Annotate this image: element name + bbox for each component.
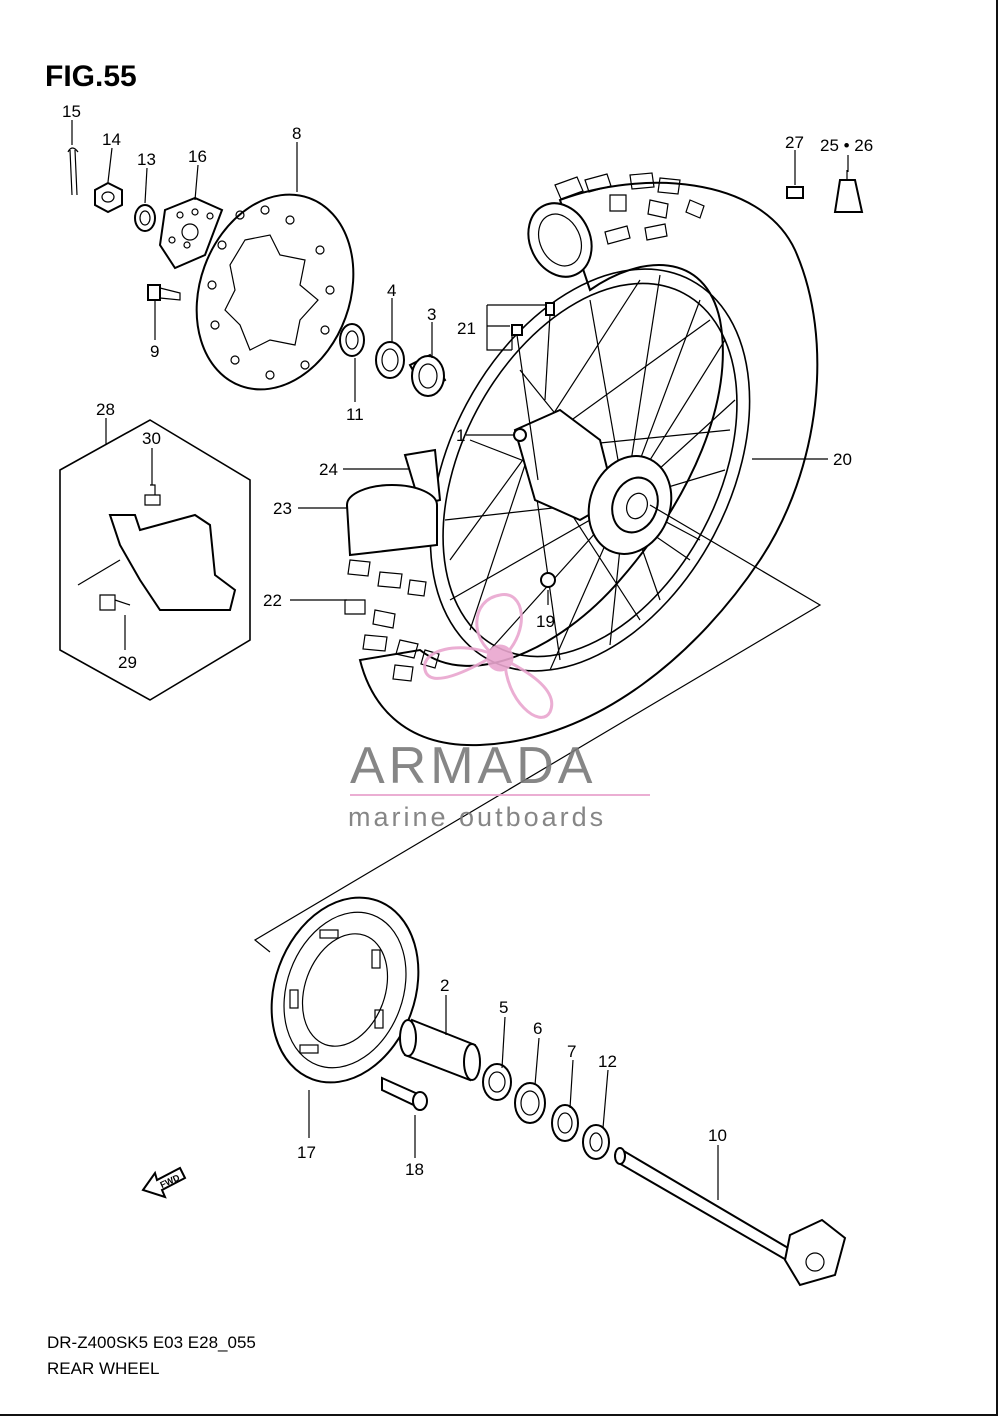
callout-24: 24 [319, 460, 338, 479]
oil-seal-4 [375, 341, 405, 379]
callout-7: 7 [567, 1042, 576, 1061]
callout-12: 12 [598, 1052, 617, 1071]
callout-27: 27 [785, 133, 804, 152]
fwd-arrow-icon: FWD [141, 1166, 187, 1199]
callout-28: 28 [96, 400, 115, 419]
callout-23: 23 [273, 499, 292, 518]
rim-and-spokes [429, 268, 751, 672]
guard-group-28 [59, 419, 251, 701]
callout-1: 1 [456, 426, 465, 445]
figure-title: FIG.55 [45, 60, 137, 93]
callout-15: 15 [62, 102, 81, 121]
callout-29: 29 [118, 653, 137, 672]
seal-7 [551, 1104, 579, 1142]
washer [134, 204, 156, 232]
callout-labels: 15 14 13 16 8 9 11 4 3 27 25 • 26 21 1 2… [62, 102, 873, 1179]
axle-nut [94, 181, 123, 214]
callout-30: 30 [142, 429, 161, 448]
tube-guard [346, 448, 442, 557]
callout-5: 5 [499, 998, 508, 1017]
bearing-3 [408, 353, 447, 397]
callout-19: 19 [536, 612, 555, 631]
callout-4: 4 [387, 281, 396, 300]
section-name: REAR WHEEL [47, 1359, 160, 1378]
spacer-2 [399, 1018, 481, 1082]
model-code: DR-Z400SK5 E03 E28_055 [47, 1333, 256, 1352]
callout-11: 11 [346, 405, 364, 424]
bearing-5 [482, 1063, 512, 1101]
callout-17: 17 [297, 1143, 316, 1162]
callout-22: 22 [263, 591, 282, 610]
armada-watermark: ARMADA marine outboards [348, 593, 650, 832]
collar-12 [582, 1124, 610, 1160]
callout-10: 10 [708, 1126, 727, 1145]
bearing-6 [514, 1082, 546, 1124]
callout-2: 2 [440, 976, 449, 995]
brake-disc [195, 193, 355, 391]
callout-13: 13 [137, 150, 156, 169]
leader-lines [71, 120, 849, 1200]
axle-10 [614, 1147, 847, 1287]
sprocket-bolt-18 [381, 1076, 428, 1111]
callout-6: 6 [533, 1019, 542, 1038]
callout-16: 16 [188, 147, 207, 166]
callout-9: 9 [150, 342, 159, 361]
callout-18: 18 [405, 1160, 424, 1179]
bolt-9 [147, 284, 181, 301]
propeller-logo-icon [423, 593, 554, 719]
valve-cap-27 [786, 186, 804, 199]
cotter-pin [67, 147, 79, 196]
valve-25-26 [833, 170, 864, 213]
spacer-11 [339, 323, 365, 357]
brand-name: ARMADA [350, 737, 596, 795]
callout-14: 14 [102, 130, 121, 149]
callout-20: 20 [833, 450, 852, 469]
rear-sprocket [270, 896, 420, 1084]
callout-21: 21 [457, 319, 476, 338]
callout-3: 3 [427, 305, 436, 324]
callout-25-26: 25 • 26 [820, 136, 873, 155]
callout-8: 8 [292, 124, 301, 143]
brand-tagline: marine outboards [348, 802, 606, 832]
